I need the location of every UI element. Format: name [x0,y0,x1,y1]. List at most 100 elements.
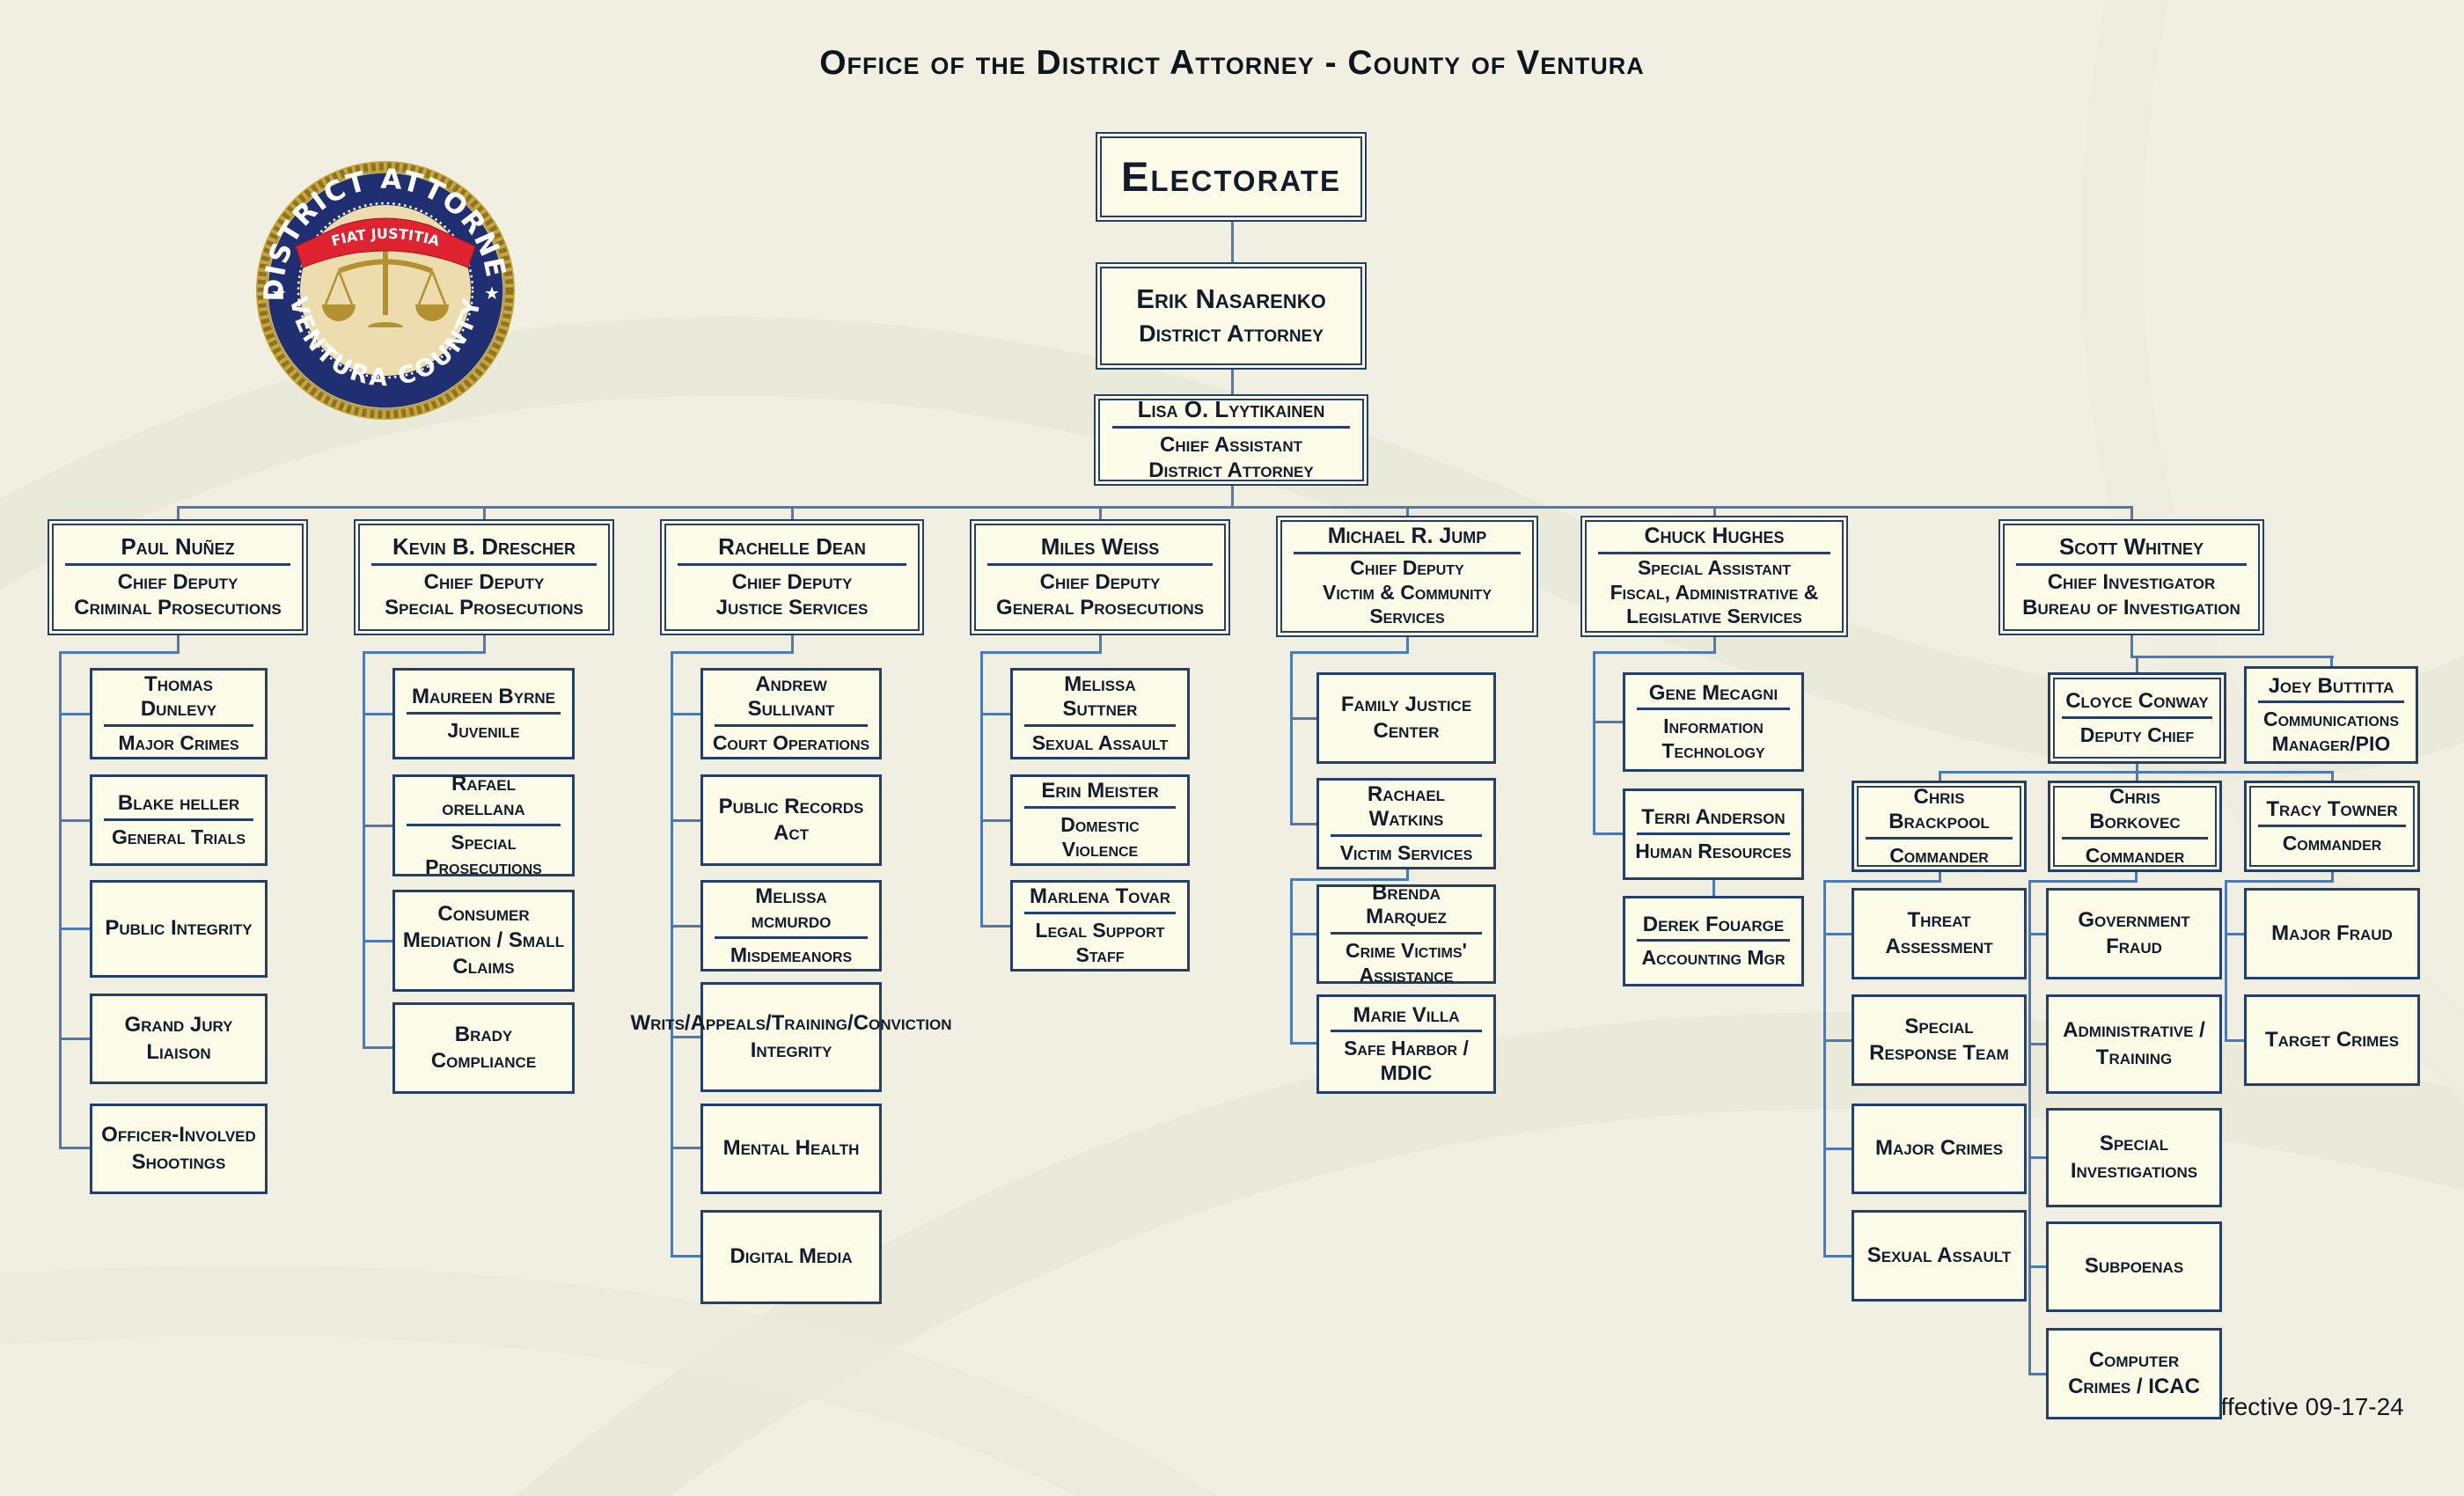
person-name: Cloyce Conway [2062,689,2212,719]
connector-line [671,713,700,715]
org-node-bi-major-crimes: Major Crimes [1852,1104,2027,1194]
connector-line [1231,222,1234,262]
unit-label: Special Investigations [2070,1132,2198,1183]
org-node-major-fraud: Major Fraud [2244,888,2420,979]
connector-line [177,635,180,653]
connector-line [1823,1039,1852,1042]
role-title: Chief Deputy [117,569,238,594]
connector-line [1290,651,1293,825]
connector-line [2028,1265,2046,1268]
unit-label: Sexual Assault [1866,1243,2012,1267]
role-title: Special Assistant [1637,555,1792,579]
connector-line [671,1036,700,1038]
connector-line [2225,880,2227,1040]
connector-line [1290,933,1316,935]
person-name: Derek Fouarge [1637,913,1790,942]
connector-line [2331,872,2334,882]
connector-line [1593,832,1623,835]
org-node-special-investigations: Special Investigations [2046,1108,2222,1207]
person-name: Rafael orellana [407,772,561,826]
role-title: Deputy Chief [2079,722,2195,746]
org-node-brady-compliance: Brady Compliance [392,1002,575,1094]
connector-line [2028,1043,2046,1045]
person-name: Marie Villa [1331,1003,1482,1033]
district-attorney-seal: FIAT JUSTITIA DISTRICT ATTORNEY VENTURA … [253,158,515,420]
connector-line [1939,771,1941,781]
unit-label: Writs/Appeals/Training/Conviction Integr… [630,1011,952,1062]
seal-star-right: ★ [484,282,500,304]
unit-label: Officer-Involved Shootings [101,1123,256,1174]
role-title: Information Technology [1661,715,1765,763]
role-title: Chief Deputy [731,569,853,594]
unit-label: Subpoenas [2084,1254,2184,1279]
connector-line [363,825,392,827]
connector-line [59,651,62,1149]
connector-line [177,506,2133,509]
connector-line [2330,656,2333,666]
role-title: Court Operations [712,730,870,754]
org-node-officer-involved-shootings: Officer-Involved Shootings [90,1104,268,1194]
role-title: Commander [2085,843,2185,867]
unit-label: Major Fraud [2271,920,2393,945]
connector-line [2136,771,2138,781]
connector-line [483,635,486,653]
unit-label: Administrative / Training [2063,1018,2205,1069]
connector-line [1099,507,1102,519]
connector-line [1290,717,1316,720]
connector-line [1231,486,1234,508]
person-name: Miles Weiss [986,533,1214,566]
connector-line [1593,651,1716,654]
connector-line [363,651,486,654]
connector-line [1593,651,1595,835]
person-name: Tracy Towner [2257,797,2407,827]
role-title: Commander [2282,831,2382,854]
person-name: Erik Nasarenko [1136,283,1326,315]
connector-line [2028,1156,2046,1159]
person-name: Terri Anderson [1637,805,1790,835]
person-name: Melissa Suttner [1024,672,1176,727]
unit-label: Public Records Act [718,794,864,845]
connector-line [2136,764,2138,773]
connector-line [2136,656,2138,672]
connector-line [363,651,365,1049]
connector-line [791,635,794,653]
unit-label: Government Fraud [2078,907,2190,958]
person-name: Maureen Byrne [407,685,561,715]
connector-line [671,651,673,1258]
person-name: Chris Borkovec [2061,785,2209,840]
role-title: Victim Services [1339,840,1473,864]
connector-line [1823,880,1941,883]
org-node-mental-health: Mental Health [700,1104,882,1194]
org-node-writs-appeals: Writs/Appeals/Training/Conviction Integr… [631,982,951,1092]
connector-line [1593,721,1623,723]
role-title: Juvenile [447,718,520,742]
seal-star-left: ★ [271,282,287,304]
org-node-target-crimes: Target Crimes [2244,994,2420,1086]
connector-line [1712,880,1715,896]
unit-label: Special Response Team [1869,1014,2009,1065]
connector-line [980,651,1102,654]
connector-line [671,925,700,928]
connector-line [1406,869,1409,881]
connector-line [1939,872,1941,882]
role-title: Special Prosecutions [425,830,542,878]
connector-line [2028,880,2138,883]
unit-label: Threat Assessment [1885,907,1993,958]
org-node-computer-crimes-icac: Computer Crimes / ICAC [2046,1328,2222,1419]
connector-line [1290,878,1293,1045]
person-name: Marlena Tovar [1024,884,1176,914]
org-node-government-fraud: Government Fraud [2046,888,2222,979]
connector-line [1713,635,1716,653]
role-title: District Attorney [1148,458,1314,482]
connector-line [1290,878,1409,881]
